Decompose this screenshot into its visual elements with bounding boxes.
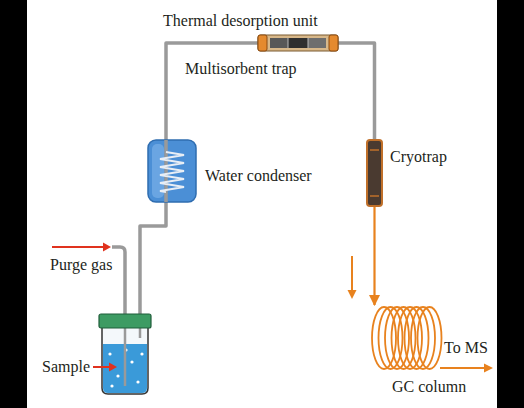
bubble [130, 360, 133, 363]
sample-vial: Sample [96, 314, 154, 394]
flow-tube [166, 43, 258, 140]
frame-bar [497, 0, 524, 408]
sorbent-bed [308, 38, 326, 48]
node-shape [367, 140, 382, 206]
water-condenser: Water condenser [148, 140, 196, 202]
purge-dip-tube [124, 326, 127, 386]
flow-label: To MS [444, 339, 488, 357]
part-label: Cryotrap [390, 148, 447, 166]
purge-arrow [52, 246, 104, 248]
bubble [108, 352, 111, 355]
part-label: Water condenser [205, 167, 312, 185]
sample-pointer [93, 366, 110, 368]
bubble [116, 374, 119, 377]
flow-tube [338, 43, 375, 140]
column-coil [405, 307, 429, 369]
bubble [136, 380, 139, 383]
node-shape [96, 314, 154, 394]
node-shape [148, 140, 196, 202]
column-outlet [440, 367, 485, 369]
gc-column: GC column [372, 305, 442, 371]
part-label: GC column [392, 378, 466, 396]
part-label: Thermal desorption unit [163, 12, 318, 30]
flow-arrowhead [348, 290, 357, 299]
purge-tube [112, 247, 125, 318]
sorbent-bed [270, 38, 288, 48]
sorbent-trap: Multisorbent trap [270, 38, 326, 48]
cryotrap: Cryotrap [367, 140, 382, 206]
purge-arrowhead [103, 243, 111, 252]
part-label: Multisorbent trap [185, 60, 297, 78]
bubble [140, 352, 143, 355]
node-shape [372, 305, 442, 371]
cryotrap-body [367, 140, 382, 206]
flow-label: Purge gas [50, 256, 112, 274]
sorbent-bed [270, 38, 326, 48]
vial-cap [99, 314, 151, 328]
bubble [110, 384, 113, 387]
condenser-coil [160, 152, 184, 192]
frame-bar [0, 0, 27, 408]
column-coil [411, 307, 435, 369]
flow-tube [373, 206, 375, 305]
cryotrap-band [370, 150, 379, 196]
desorption-unit: Multisorbent trapThermal desorption unit [258, 35, 338, 51]
desorption-tube [258, 35, 338, 51]
sample-pointer-head [109, 363, 117, 372]
tube-cap [329, 35, 338, 51]
outlet-arrowhead [484, 364, 493, 373]
node-shape [270, 38, 326, 48]
tube-cap [258, 35, 267, 51]
flow-arrow [351, 256, 353, 291]
bed-divider [288, 38, 308, 48]
condenser-jacket [148, 140, 196, 202]
part-label: Sample [42, 358, 90, 376]
flow-tube [140, 202, 166, 314]
column-coil [418, 307, 442, 369]
